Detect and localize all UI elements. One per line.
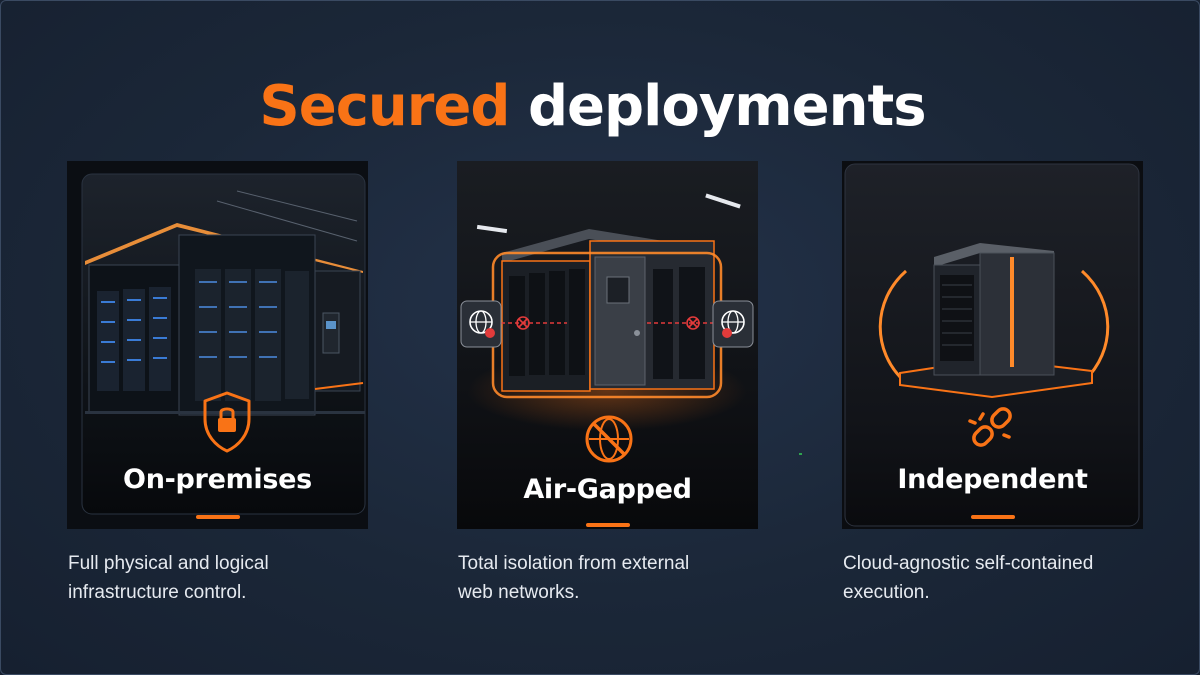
card-underline xyxy=(585,523,630,527)
no-internet-icon xyxy=(585,415,633,463)
description-on-premises: Full physical and logical infrastructure… xyxy=(68,549,368,607)
page-title: Secured deployments xyxy=(0,72,1185,142)
air-gapped-illustration xyxy=(457,161,758,529)
shield-lock-icon xyxy=(203,391,251,453)
card-on-premises: On-premises xyxy=(67,161,368,529)
description-independent: Cloud-agnostic self-contained execution. xyxy=(843,549,1143,607)
card-underline xyxy=(195,515,240,519)
broken-link-icon xyxy=(968,407,1012,447)
on-premises-illustration xyxy=(67,161,368,529)
description-line: infrastructure control. xyxy=(68,582,247,603)
description-line: execution. xyxy=(843,582,930,603)
description-line: Cloud-agnostic self-contained xyxy=(843,553,1094,574)
card-title: Independent xyxy=(897,464,1088,495)
blocked-globe-left-icon xyxy=(460,300,502,348)
independent-illustration xyxy=(842,161,1143,529)
card-title: On-premises xyxy=(123,464,312,495)
description-line: Total isolation from external xyxy=(458,553,690,574)
title-rest: deployments xyxy=(527,73,927,139)
title-accent: Secured xyxy=(259,73,510,139)
card-title: Air-Gapped xyxy=(523,474,692,505)
description-air-gapped: Total isolation from external web networ… xyxy=(458,549,758,607)
blocked-globe-right-icon xyxy=(712,300,754,348)
card-independent: Independent xyxy=(842,161,1143,529)
card-air-gapped: Air-Gapped xyxy=(457,161,758,529)
card-underline xyxy=(970,515,1015,519)
description-line: Full physical and logical xyxy=(68,553,269,574)
description-line: web networks. xyxy=(458,582,580,603)
cursor-dot xyxy=(799,453,802,455)
